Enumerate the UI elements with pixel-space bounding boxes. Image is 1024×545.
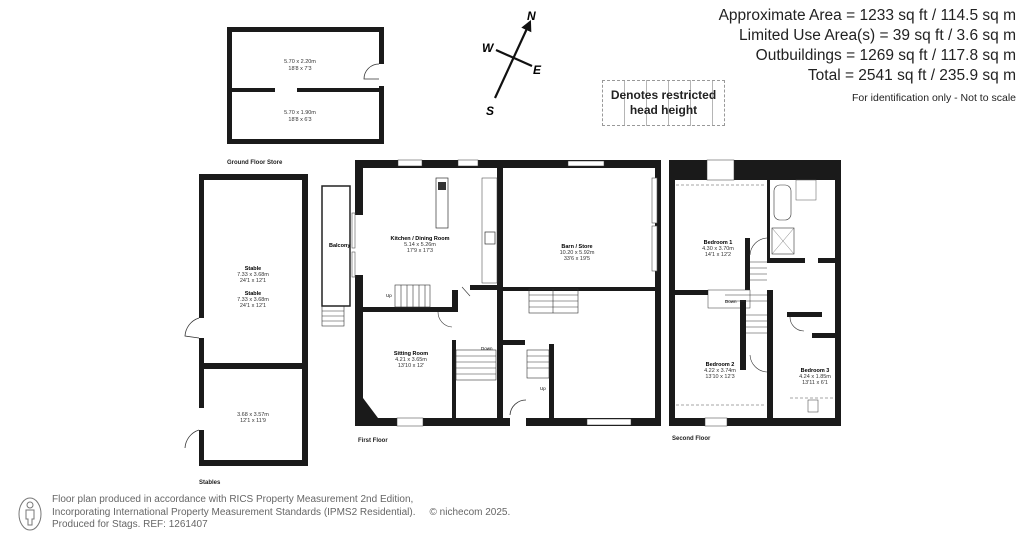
legend-line-2: head height [629,103,698,117]
ground-floor-store-caption: Ground Floor Store [227,160,283,166]
stable-1-dim-ft: 24'1 x 12'1 [240,278,266,284]
outbuildings-area: Outbuildings = 1269 sq ft / 117.8 sq m [755,47,1016,64]
scale-disclaimer: For identification only - Not to scale [852,92,1016,104]
footer: Floor plan produced in accordance with R… [18,494,510,532]
balcony-label: Balcony [329,243,351,249]
second-floor-plan: Bedroom 1 4.30 x 3.70m 14'1 x 12'2 Bedro… [669,159,841,442]
restricted-height-legend: Denotes restricted head height [602,80,725,126]
kitchen-dim-m: 5.14 x 5.26m [404,242,436,248]
stable-3-dim-ft: 12'1 x 11'9 [240,418,266,424]
kitchen-dim-ft: 17'9 x 17'3 [407,248,433,254]
stairs-up-label-1: Up [386,293,392,298]
compass-e-label: E [533,63,542,77]
barn-store-dim-m: 10.20 x 5.92m [560,250,595,256]
area-summary: Approximate Area = 1233 sq ft / 114.5 sq… [719,6,1016,104]
stable-2-dim-m: 7.33 x 3.68m [237,297,269,303]
total-area: Total = 2541 sq ft / 235.9 sq m [807,67,1016,84]
bedroom-1-dim-ft: 14'1 x 12'2 [705,252,731,258]
compass-w-label: W [482,41,495,55]
bedroom-2-name: Bedroom 2 [706,362,735,368]
bedroom-2-dim-ft: 13'10 x 12'3 [705,374,734,380]
store-room-1-dim-ft: 18'8 x 7'3 [288,66,311,72]
stables-plan: Stable 7.33 x 3.68m 24'1 x 12'1 Stable 7… [184,174,308,486]
first-floor-caption: First Floor [358,438,388,444]
person-info-icon [18,497,42,531]
copyright: © nichecom 2025. [429,506,511,518]
bedroom-3-dim-m: 4.24 x 1.85m [799,374,831,380]
stable-1-name: Stable [245,266,262,272]
kitchen-name: Kitchen / Dining Room [391,236,450,242]
stable-2-name: Stable [245,291,262,297]
footer-line-1: Floor plan produced in accordance with R… [52,494,414,505]
compass-s-label: S [486,104,494,118]
sitting-room-name: Sitting Room [394,351,428,357]
legend-line-1: Denotes restricted [610,88,717,102]
ground-floor-store-plan: 5.70 x 2.20m 18'8 x 7'3 5.70 x 1.90m 18'… [227,27,384,166]
bedroom-2-dim-m: 4.22 x 3.74m [704,368,736,374]
store-room-2-dim-ft: 18'8 x 6'3 [288,117,311,123]
stairs-down-label: Down [481,346,493,351]
second-floor-down-label: Down [725,299,737,304]
stable-1-dim-m: 7.33 x 3.68m [237,272,269,278]
approximate-area: Approximate Area = 1233 sq ft / 114.5 sq… [718,7,1016,24]
barn-store-dim-ft: 33'6 x 19'5 [564,256,590,262]
compass-rose: N W E S [482,9,542,118]
store-room-2-dim-m: 5.70 x 1.90m [284,110,316,116]
stable-2-dim-ft: 24'1 x 12'1 [240,303,266,309]
stable-3-dim-m: 3.68 x 3.57m [237,412,269,418]
stairs-up-label-2: Up [540,386,546,391]
store-room-1-dim-m: 5.70 x 2.20m [284,59,316,65]
footer-line-2: Incorporating International Property Mea… [52,506,416,518]
bedroom-3-dim-ft: 13'11 x 6'1 [802,380,828,386]
bedroom-1-name: Bedroom 1 [704,240,733,246]
bedroom-1-dim-m: 4.30 x 3.70m [702,246,734,252]
bedroom-3-name: Bedroom 3 [801,368,830,374]
first-floor-plan: Balcony Kitchen / Dining Room 5.14 x 5.2… [321,159,661,444]
second-floor-caption: Second Floor [672,436,711,442]
stables-caption: Stables [199,480,221,486]
barn-store-name: Barn / Store [561,244,592,250]
compass-n-label: N [527,9,536,23]
limited-use-area: Limited Use Area(s) = 39 sq ft / 3.6 sq … [739,27,1016,44]
sitting-room-dim-ft: 13'10 x 12' [398,363,424,369]
footer-line-3: Produced for Stags. REF: 1261407 [52,519,208,530]
sitting-room-dim-m: 4.21 x 3.65m [395,357,427,363]
